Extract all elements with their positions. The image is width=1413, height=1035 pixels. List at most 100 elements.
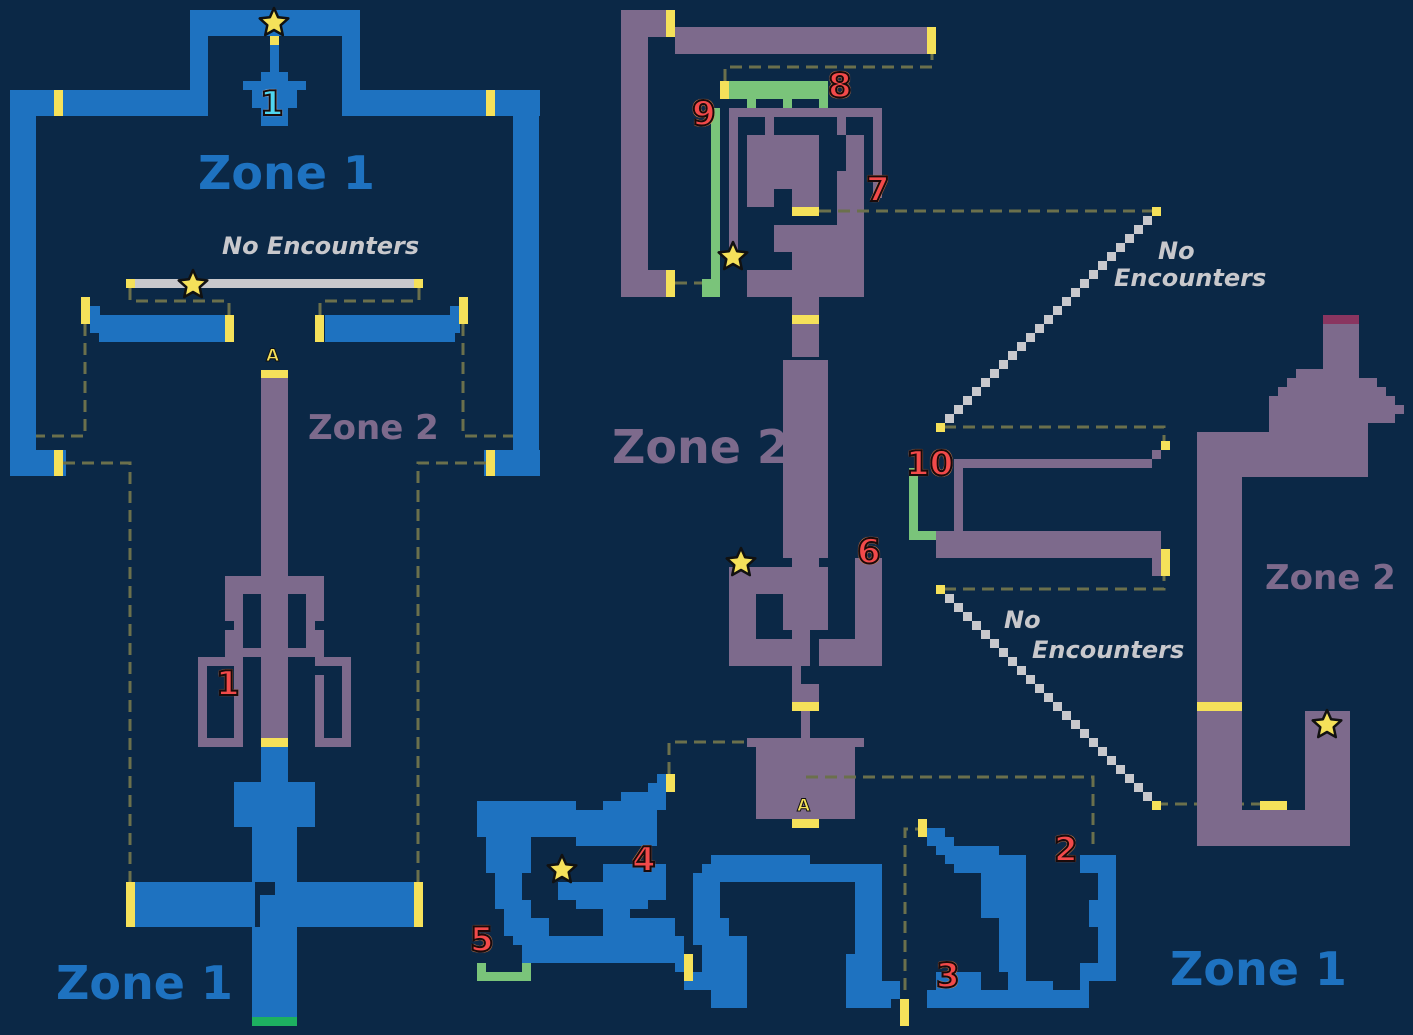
zone-label: Zone 2: [308, 408, 439, 448]
path-tile: [945, 414, 954, 423]
path-tile: [1107, 252, 1116, 261]
path-tile: [1098, 747, 1107, 756]
path-tile: [963, 612, 972, 621]
path-tile: [1071, 720, 1080, 729]
no-encounters-label: No Encounters: [222, 232, 420, 260]
door: [936, 585, 945, 594]
path-tile: [1134, 225, 1143, 234]
zone-label: Zone 2: [612, 420, 789, 474]
door: [261, 370, 288, 378]
marker-3: 3: [935, 955, 961, 997]
path-tile: [954, 603, 963, 612]
secret-paths: [477, 81, 936, 981]
path-tile: [1053, 306, 1062, 315]
path-tile: [1089, 738, 1098, 747]
zone2-center-doors: [666, 10, 936, 828]
marker-cyan-1: 1: [259, 83, 285, 125]
star-markers: [177, 6, 1343, 884]
door: [1161, 441, 1170, 450]
zone2-room10: [936, 450, 1161, 576]
zone-label: Zone 2: [1265, 558, 1396, 598]
no-encounters-label-line2: Encounters: [1114, 264, 1267, 292]
zone1-bottom-left-room: [130, 747, 420, 1017]
path-tile: [954, 405, 963, 414]
door: [261, 738, 288, 747]
path-tile: [981, 630, 990, 639]
warp-marker-a: A: [265, 346, 280, 367]
path-tile: [1143, 792, 1152, 801]
path-tile: [1026, 675, 1035, 684]
path-tile: [1098, 261, 1107, 270]
path-tile: [1116, 243, 1125, 252]
path-tile: [963, 396, 972, 405]
warp-marker-a: A: [796, 796, 811, 817]
path-tile: [990, 369, 999, 378]
zone1-bottom-caves: [477, 774, 1116, 1008]
door: [414, 882, 423, 927]
no-encounters-label-line1: No: [1004, 606, 1041, 634]
path-tile: [999, 360, 1008, 369]
path-tile: [1125, 234, 1134, 243]
zone-label: Zone 1: [56, 956, 233, 1010]
path-tile: [1062, 297, 1071, 306]
zone2-left-structure: [198, 370, 351, 750]
marker-10: 10: [905, 443, 954, 485]
path-tile: [1044, 315, 1053, 324]
marker-8: 8: [827, 65, 853, 107]
path-tile: [1089, 270, 1098, 279]
no-encounter-diagonals: [945, 216, 1152, 801]
path-tile: [1035, 324, 1044, 333]
marker-7: 7: [865, 169, 891, 211]
path-tile: [972, 387, 981, 396]
star-icon: [717, 240, 749, 271]
zone1-bottom-doors: [666, 774, 927, 1026]
star-icon: [177, 268, 209, 299]
star-icon: [1311, 708, 1343, 739]
path-tile: [1080, 729, 1089, 738]
door: [1152, 207, 1161, 216]
path-tile: [1053, 702, 1062, 711]
door: [1260, 801, 1287, 810]
path-tile: [1026, 333, 1035, 342]
path-tile: [1035, 684, 1044, 693]
path-tile: [1017, 666, 1026, 675]
star-icon: [725, 546, 757, 577]
zone-label: Zone 1: [198, 146, 375, 200]
no-encounter-bridge: [135, 279, 414, 288]
path-tile: [1107, 756, 1116, 765]
zone1-top-frame: [10, 10, 540, 476]
connector-lines-left: [36, 288, 513, 882]
door: [936, 423, 945, 432]
path-tile: [1080, 279, 1089, 288]
path-tile: [1008, 657, 1017, 666]
connector-lines-center: [667, 54, 1260, 990]
zone1-doors: [54, 36, 495, 476]
no-encounters-label-line1: No: [1158, 237, 1195, 265]
zone2-center-structure: [621, 10, 933, 819]
marker-2: 2: [1053, 829, 1079, 871]
marker-4: 4: [631, 839, 657, 881]
marker-1: 1: [215, 663, 241, 705]
path-tile: [972, 621, 981, 630]
door: [1197, 702, 1242, 711]
star-icon: [546, 853, 578, 884]
zone2-right-structure: [1197, 315, 1404, 846]
path-tile: [990, 639, 999, 648]
path-tile: [945, 594, 954, 603]
no-encounters-label-line2: Encounters: [1032, 636, 1185, 664]
path-tile: [1017, 342, 1026, 351]
path-tile: [1134, 783, 1143, 792]
exit-marker-red: [1323, 315, 1359, 324]
marker-5: 5: [469, 919, 495, 961]
path-tile: [1062, 711, 1071, 720]
zone-label: Zone 1: [1170, 942, 1347, 996]
marker-6: 6: [856, 531, 882, 573]
path-tile: [981, 378, 990, 387]
path-tile: [1143, 216, 1152, 225]
path-tile: [1116, 765, 1125, 774]
star-icon: [258, 6, 290, 37]
path-tile: [1008, 351, 1017, 360]
path-tile: [1125, 774, 1134, 783]
door: [1161, 549, 1170, 576]
